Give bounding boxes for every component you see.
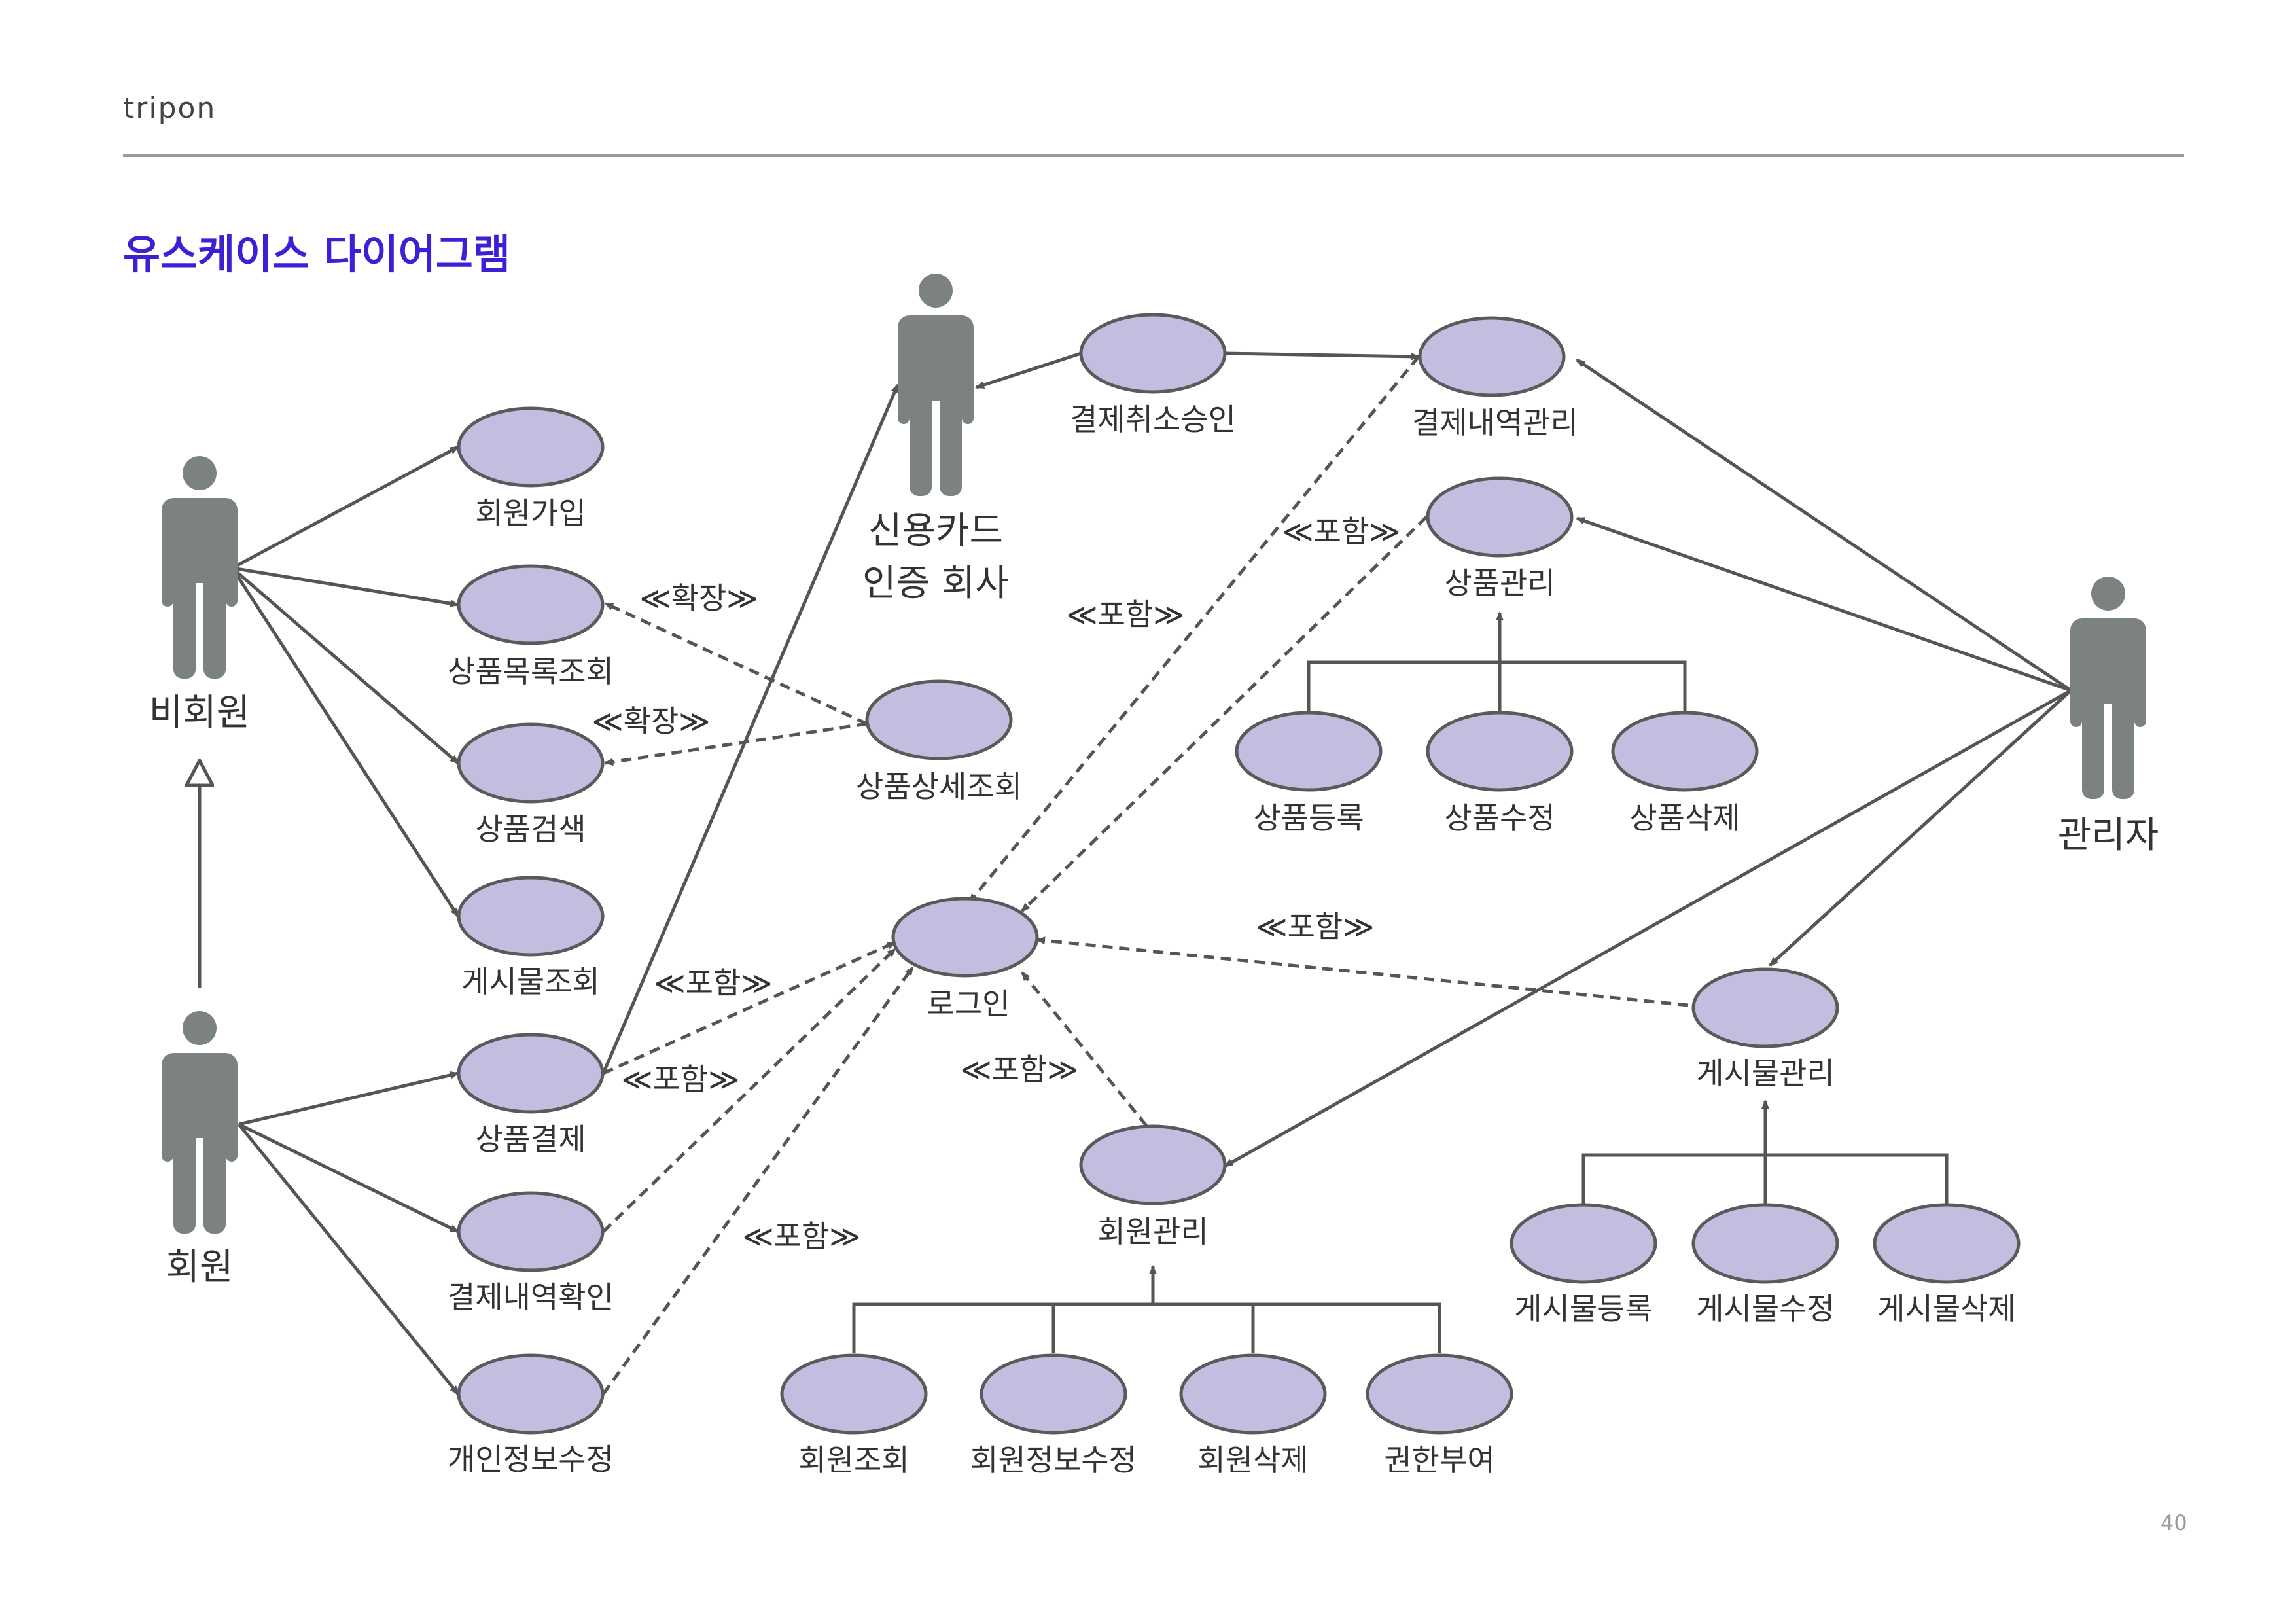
stereotype-extend-1: ≪확장≫ [640, 580, 758, 616]
label-login: 로그인 [927, 986, 1010, 1022]
tree-member-bar [852, 1302, 1441, 1353]
admin-actor-icon [2070, 577, 2146, 799]
assoc-guest-list [232, 566, 459, 607]
usecase-board-view [457, 876, 605, 957]
label-product-payment: 상품결제 [475, 1122, 586, 1157]
usecase-product-register [1235, 711, 1383, 792]
include-payment-login [602, 940, 896, 1075]
usecase-product-payment [457, 1033, 605, 1114]
label-member-info-edit: 회원정보수정 [970, 1442, 1137, 1478]
assoc-member-info [238, 1123, 459, 1395]
usecase-board-mgmt [1691, 967, 1839, 1048]
assoc-guest-board [230, 567, 460, 918]
label-member-delete: 회원삭제 [1197, 1442, 1308, 1478]
usecase-payment-history-mgmt [1418, 316, 1566, 397]
label-product-mgmt: 상품관리 [1444, 565, 1555, 601]
stereotype-extend-2: ≪확장≫ [592, 704, 711, 739]
extend-detail-search [604, 722, 868, 766]
usecase-grant-permission [1366, 1353, 1513, 1435]
label-product-edit: 상품수정 [1444, 800, 1555, 836]
usecase-product-search [457, 722, 605, 804]
usecase-board-delete [1873, 1203, 2021, 1284]
include-boardmgmt-login [1036, 936, 1689, 1007]
usecase-personal-info-edit [457, 1353, 605, 1435]
label-member-mgmt: 회원관리 [1097, 1214, 1208, 1249]
assoc-member-payment [238, 1071, 459, 1126]
usecase-member-view [780, 1353, 928, 1435]
header-divider [123, 154, 2184, 157]
tree-product-bar [1307, 660, 1687, 712]
label-product-detail: 상품상세조회 [856, 769, 1022, 804]
label-payment-cancel-approval: 결제취소승인 [1070, 402, 1236, 437]
extend-detail-list [604, 601, 868, 726]
page-title: 유스케이스 다이어그램 [123, 230, 510, 278]
stereotype-include-7: ≪포함≫ [961, 1052, 1079, 1087]
label-member-view: 회원조회 [798, 1442, 909, 1478]
assoc-admin-board [1769, 689, 2072, 967]
usecase-product-edit [1426, 711, 1574, 792]
label-grant-permission: 권한부여 [1384, 1442, 1494, 1478]
stereotype-include-3: ≪포함≫ [743, 1219, 861, 1254]
assoc-guest-signup [231, 445, 459, 570]
assoc-payment-card [601, 383, 900, 1074]
usecase-board-edit [1691, 1203, 1839, 1284]
usecase-product-delete [1611, 711, 1759, 792]
usecase-product-detail [865, 679, 1013, 760]
label-payment-history-check: 결제내역확인 [448, 1279, 614, 1315]
assoc-admin-product [1576, 516, 2072, 692]
label-board-register: 게시물등록 [1514, 1291, 1653, 1327]
label-product-register: 상품등록 [1253, 800, 1364, 836]
card-company-actor-icon [898, 274, 974, 496]
stereotype-include-5: ≪포함≫ [1282, 514, 1401, 549]
guest-label: 비회원 [149, 692, 251, 734]
assoc-cancel-history [1224, 351, 1420, 361]
label-board-view: 게시물조회 [461, 964, 600, 999]
usecase-payment-cancel-approval [1079, 313, 1227, 394]
assoc-cancel-card [975, 351, 1082, 389]
usecase-signup [457, 406, 605, 488]
include-membermgmt-login [1021, 971, 1148, 1127]
assoc-member-history [238, 1122, 459, 1234]
page-number: 40 [2161, 1510, 2187, 1535]
label-board-delete: 게시물삭제 [1877, 1291, 2016, 1327]
usecase-product-list [457, 564, 605, 645]
brand-logo: tripon [123, 92, 217, 125]
label-payment-history-mgmt: 결제내역관리 [1412, 405, 1578, 440]
label-personal-info-edit: 개인정보수정 [448, 1442, 614, 1477]
assoc-admin-history [1576, 358, 2072, 692]
usecase-login [891, 897, 1039, 978]
usecase-payment-history-check [457, 1191, 605, 1272]
label-product-list: 상품목록조회 [448, 654, 614, 689]
assoc-guest-search [231, 567, 459, 764]
stereotype-include-6: ≪포함≫ [1256, 909, 1375, 944]
member-actor-icon [162, 1011, 238, 1234]
include-productmgmt-login [1021, 516, 1428, 912]
usecase-member-delete [1179, 1353, 1327, 1435]
stereotype-include-2: ≪포함≫ [622, 1061, 740, 1097]
assoc-admin-member [1224, 688, 2072, 1168]
include-info-login [601, 966, 915, 1395]
stereotype-include-1: ≪포함≫ [654, 965, 773, 1001]
card-company-label-2: 인증 회사 [862, 562, 1009, 605]
label-product-delete: 상품삭제 [1629, 800, 1740, 836]
include-historymgmt-login [968, 355, 1420, 903]
member-label: 회원 [166, 1246, 233, 1289]
usecase-board-register [1510, 1203, 1657, 1284]
label-board-mgmt: 게시물관리 [1696, 1056, 1835, 1091]
stereotype-include-4: ≪포함≫ [1067, 597, 1185, 632]
usecase-member-mgmt [1079, 1124, 1227, 1205]
admin-label: 관리자 [2058, 814, 2159, 857]
label-product-search: 상품검색 [475, 812, 586, 847]
label-signup: 회원가입 [475, 495, 586, 531]
card-company-label-1: 신용카드 [868, 510, 1003, 552]
label-board-edit: 게시물수정 [1696, 1291, 1835, 1327]
usecase-member-info-edit [980, 1353, 1127, 1435]
usecase-product-mgmt [1426, 476, 1574, 558]
guest-actor-icon [162, 456, 238, 679]
